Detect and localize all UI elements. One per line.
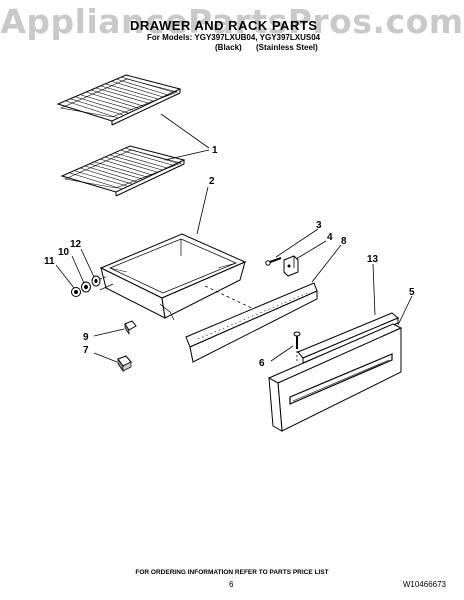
front-screw-part-6 (293, 331, 301, 349)
oven-rack-upper (56, 74, 182, 126)
trim-leader (372, 263, 376, 316)
drawer-front-part-5 (267, 323, 403, 432)
bracket-part-4 (283, 255, 299, 277)
glide-7-leader (93, 352, 118, 363)
washer-part-12 (81, 281, 91, 293)
callout-rack: 1 (212, 145, 218, 156)
glide-part-9 (124, 320, 137, 336)
rail-leader (311, 244, 342, 283)
callout-front-screw: 6 (259, 358, 265, 369)
glide-part-7 (117, 355, 132, 373)
callout-screw: 3 (316, 220, 322, 231)
model-numbers: For Models: YGY397LXUB04, YGY397LXUS04 (147, 33, 321, 42)
assembly-dash-line (204, 285, 261, 313)
callout-bracket: 4 (327, 232, 333, 243)
drawer-leader-line (196, 186, 209, 235)
variant-black-label: (Black) (215, 43, 242, 52)
rack-leader-lines (160, 113, 210, 161)
callout-washer: 12 (70, 239, 82, 250)
storage-drawer (99, 233, 247, 321)
nut-part-11 (71, 287, 81, 297)
drawer-rail-part-8 (185, 282, 318, 363)
front-screw-leader (270, 345, 294, 362)
variant-stainless-label: (Stainless Steel) (256, 43, 318, 52)
watermark: AppliancePartsPros.com (0, 2, 464, 41)
trim-part-13 (297, 312, 399, 364)
callout-trim: 13 (367, 254, 379, 265)
callout-glide-9: 9 (83, 332, 89, 343)
document-number: W10466673 (402, 580, 446, 589)
bracket-leader (295, 240, 327, 260)
callout-drawer-front: 5 (409, 287, 415, 298)
wheel-part-10 (91, 275, 101, 287)
glide-9-leader (93, 328, 125, 337)
callout-nut: 11 (44, 256, 55, 267)
callout-rail: 8 (341, 236, 347, 247)
page-title: DRAWER AND RACK PARTS (130, 18, 318, 33)
ordering-info-footer: FOR ORDERING INFORMATION REFER TO PARTS … (135, 569, 329, 576)
callout-drawer: 2 (209, 176, 215, 187)
screw-leader (275, 228, 319, 258)
oven-rack-lower (60, 145, 186, 197)
callout-wheel: 10 (58, 247, 70, 258)
page-number: 6 (229, 580, 234, 589)
small-hardware-leaders (55, 248, 109, 289)
callout-glide-7: 7 (83, 345, 89, 356)
screw-part-3 (265, 257, 282, 266)
drawer-front-leader (397, 295, 413, 326)
